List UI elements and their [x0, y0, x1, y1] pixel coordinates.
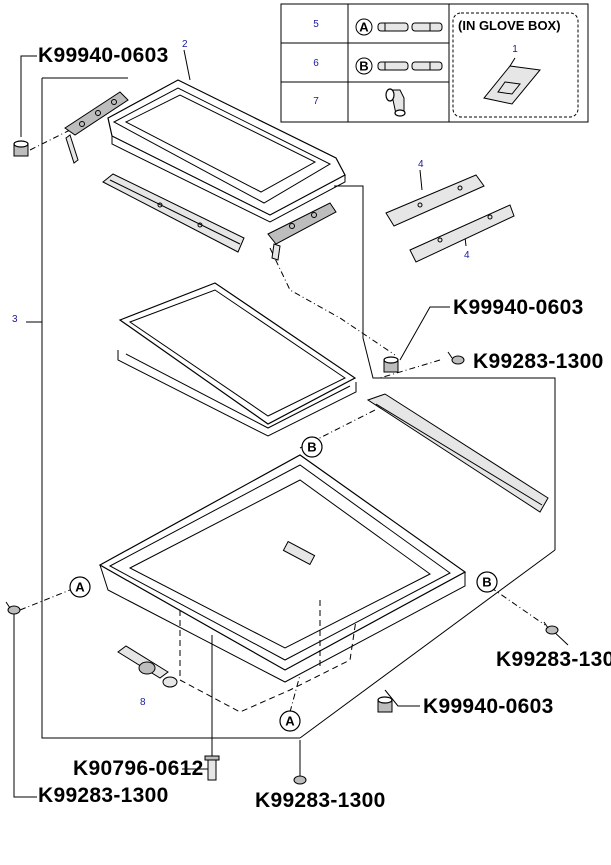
part-number-labels: K99940-0603 K99940-0603 K99283-1300 K992…: [38, 44, 611, 812]
clip-bottom-left-icon: [5, 601, 21, 615]
legend-row-1-tag: A: [359, 20, 369, 35]
sunshade-frame: [117, 282, 357, 437]
nut-mid-right-icon: [383, 356, 399, 373]
deflector-rail: [102, 173, 245, 253]
tag-b-right: B: [482, 575, 491, 590]
part-k99940-mid-right: K99940-0603: [453, 296, 584, 319]
callout-4-bottom: 4: [464, 250, 470, 261]
part-k99283-bottom-left: K99283-1300: [38, 784, 169, 807]
legend-row-2-tag-circle: [355, 57, 373, 75]
legend-row-2-tag: B: [359, 59, 368, 74]
elbow-fitting-icon: [385, 88, 406, 117]
glove-box-title: (IN GLOVE BOX): [458, 18, 561, 33]
clip-bottom-center-icon: [293, 770, 307, 785]
clip-mid-right-icon: [447, 351, 465, 365]
tag-a-left-circle: [69, 576, 91, 598]
part-k99283-mid-right: K99283-1300: [473, 350, 604, 373]
bolt-icon: [204, 755, 220, 781]
tag-b-mid-circle: [301, 436, 323, 458]
tube-part-icon: [377, 61, 443, 71]
tube-part-icon: [377, 22, 443, 32]
nut-bottom-right-icon: [377, 696, 393, 713]
legend-table-border: [280, 3, 589, 123]
glass-panel: [107, 79, 346, 223]
circle-tags: B B A A: [69, 436, 498, 732]
crank-handle: [117, 645, 178, 688]
fasteners: [5, 140, 559, 785]
callout-3: 3: [12, 314, 18, 325]
legend-row-3-number: 7: [313, 96, 319, 107]
tag-a-bottom-circle: [279, 710, 301, 732]
callout-2: 2: [182, 39, 188, 50]
callout-8: 8: [140, 697, 146, 708]
callout-numbers: 2 3 4 4 8: [12, 39, 470, 708]
tag-a-left: A: [75, 580, 85, 595]
part-k99940-top-left: K99940-0603: [38, 44, 169, 67]
part-k99283-bottom-center: K99283-1300: [255, 789, 386, 812]
main-frame: [98, 454, 467, 713]
nut-top-left-icon: [13, 140, 29, 157]
legend-table: 5 6 7 A B (IN GLOVE BOX) 1: [280, 3, 589, 123]
front-rail: [366, 393, 549, 513]
legend-row-2-number: 6: [313, 58, 319, 69]
tag-b-right-circle: [476, 571, 498, 593]
glove-box-part-number: 1: [512, 44, 518, 55]
part-k99940-bottom-right: K99940-0603: [423, 695, 554, 718]
bracket-right: [267, 202, 337, 261]
handle-bag-icon: [483, 57, 541, 105]
part-k90796: K90796-0612: [73, 757, 204, 780]
bracket-left: [64, 91, 129, 164]
legend-row-1-tag-circle: [355, 18, 373, 36]
legend-row-1-number: 5: [313, 19, 319, 30]
tag-b-mid: B: [307, 440, 316, 455]
glove-box-frame: [452, 12, 579, 118]
part-k99283-right: K99283-1300: [496, 648, 611, 671]
clip-right-icon: [543, 621, 559, 635]
tag-a-bottom: A: [285, 714, 295, 729]
guide-rails: [385, 174, 515, 263]
callout-4-top: 4: [418, 159, 424, 170]
